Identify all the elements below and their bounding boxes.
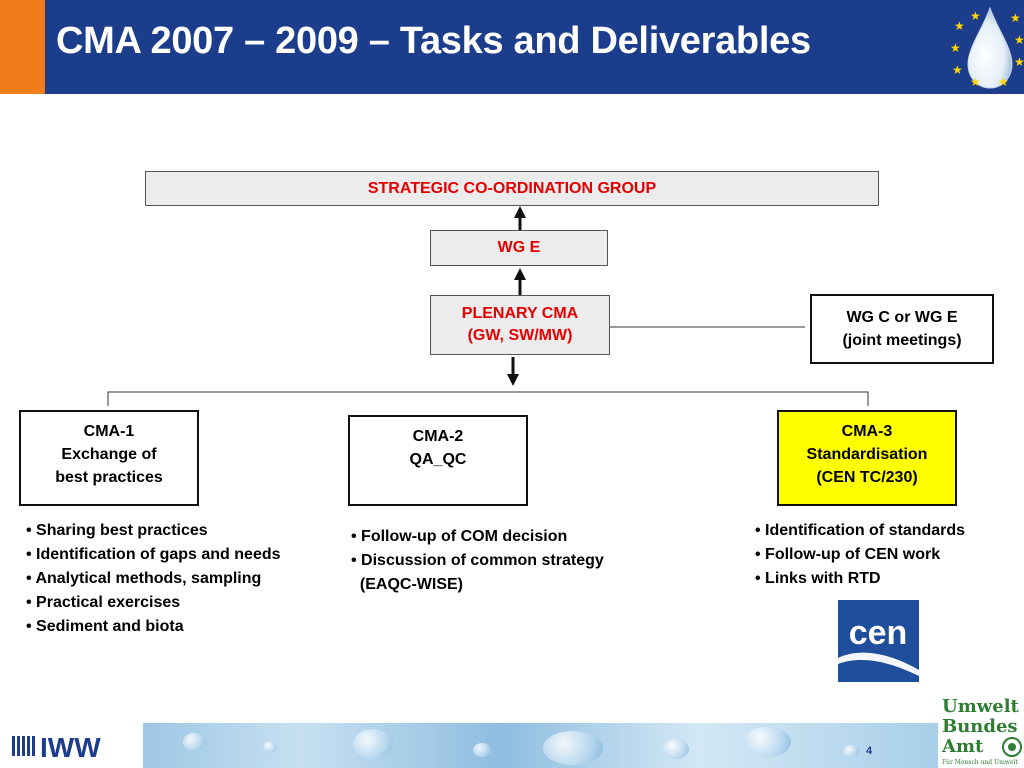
uba-tagline: Für Mensch und Umwelt — [942, 759, 1018, 766]
wg-e-label: WG E — [497, 239, 541, 256]
svg-text:★: ★ — [998, 75, 1009, 89]
cma-1-task-list: • Sharing best practices • Identificatio… — [26, 519, 281, 639]
cma-2-box: CMA-2 QA_QC — [348, 415, 528, 506]
svg-text:★: ★ — [954, 19, 965, 33]
footer-water-band — [143, 723, 938, 768]
water-drop-logo-icon: ★ ★ ★ ★ ★ ★ ★ ★ ★ — [950, 6, 1024, 89]
cen-logo-icon: cen — [838, 600, 919, 682]
cma-2-name: QA_QC — [409, 451, 467, 468]
wg-e-box: WG E — [430, 230, 608, 266]
cma-3-task-list: • Identification of standards • Follow-u… — [755, 519, 965, 591]
page-number: 4 — [866, 745, 873, 757]
list-item: • Sharing best practices — [26, 522, 208, 539]
svg-text:★: ★ — [1014, 33, 1024, 47]
strategic-coordination-group-label: STRATEGIC CO-ORDINATION GROUP — [367, 179, 657, 197]
svg-text:★: ★ — [970, 9, 981, 23]
uba-line-1: Umwelt — [942, 696, 1020, 717]
list-item: (EAQC-WISE) — [351, 576, 463, 593]
cma-1-name-cont: best practices — [55, 469, 163, 486]
cma-3-name: Standardisation — [806, 446, 928, 463]
list-item: • Links with RTD — [755, 570, 881, 587]
list-item: • Practical exercises — [26, 594, 181, 611]
list-item: • Discussion of common strategy — [351, 552, 604, 569]
joint-meetings-title: WG C or WG E — [846, 309, 958, 326]
list-item: • Sediment and biota — [26, 618, 184, 635]
joint-meetings-subtitle: (joint meetings) — [842, 332, 962, 349]
svg-text:★: ★ — [1014, 55, 1024, 69]
joint-meetings-box: WG C or WG E (joint meetings) — [810, 294, 994, 364]
plenary-cma-box: PLENARY CMA (GW, SW/MW) — [430, 295, 610, 355]
cma-3-box: CMA-3 Standardisation (CEN TC/230) — [777, 410, 957, 506]
list-item: • Identification of standards — [755, 522, 966, 539]
svg-text:★: ★ — [950, 41, 961, 55]
title-bar — [0, 0, 1024, 94]
slide-title: CMA 2007 – 2009 – Tasks and Deliverables — [56, 20, 811, 62]
cma-1-box: CMA-1 Exchange of best practices — [19, 410, 199, 506]
cma-1-name: Exchange of — [61, 446, 157, 463]
cen-logo-text: cen — [849, 614, 908, 652]
uba-line-2: Bundes — [942, 716, 1018, 737]
svg-text:★: ★ — [1010, 11, 1021, 25]
iww-logo-text: IWW — [40, 732, 101, 763]
strategic-coordination-group-box: STRATEGIC CO-ORDINATION GROUP — [145, 171, 879, 206]
cma-2-id: CMA-2 — [412, 428, 464, 445]
cma-3-committee: (CEN TC/230) — [816, 469, 918, 486]
list-item: • Identification of gaps and needs — [26, 546, 281, 563]
cma-2-task-list: • Follow-up of COM decision • Discussion… — [351, 525, 604, 597]
list-item: • Analytical methods, sampling — [26, 570, 262, 587]
list-item: • Follow-up of COM decision — [351, 528, 568, 545]
svg-text:★: ★ — [952, 63, 963, 77]
svg-text:★: ★ — [970, 75, 981, 89]
cma-3-id: CMA-3 — [841, 423, 893, 440]
plenary-cma-scope: (GW, SW/MW) — [467, 327, 573, 344]
title-accent-stripe — [0, 0, 45, 94]
list-item: • Follow-up of CEN work — [755, 546, 941, 563]
cma-1-id: CMA-1 — [83, 423, 135, 440]
iww-logo-icon: IWW — [12, 732, 101, 763]
plenary-cma-label: PLENARY CMA — [461, 305, 579, 322]
umweltbundesamt-logo-icon: Umwelt Bundes Amt Für Mensch und Umwelt — [940, 692, 1024, 768]
branch-connector — [107, 391, 869, 406]
uba-line-3: Amt — [941, 736, 984, 757]
